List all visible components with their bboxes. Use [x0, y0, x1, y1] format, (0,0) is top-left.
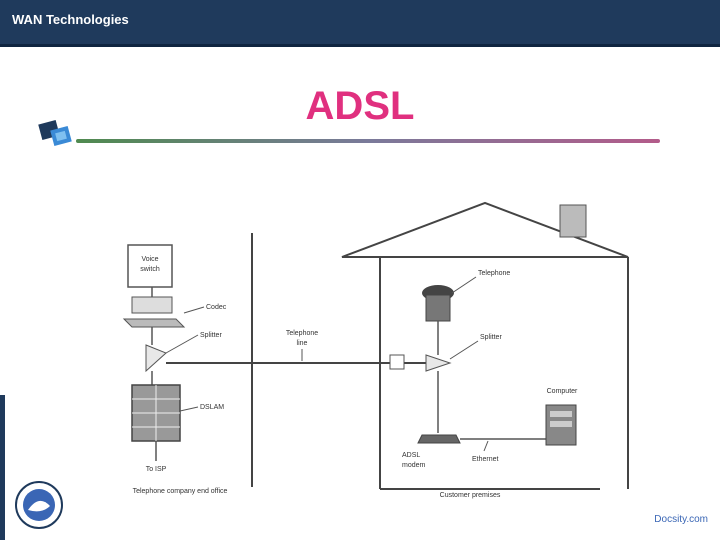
voice-switch-label-1: Voice: [141, 256, 158, 263]
dslam-label: DSLAM: [200, 404, 224, 411]
office-splitter-label: Splitter: [200, 332, 222, 339]
to-isp-label: To ISP: [146, 466, 167, 473]
office-splitter-shape: [145, 344, 167, 373]
header-title: WAN Technologies: [12, 12, 129, 27]
home-splitter-label: Splitter: [480, 334, 502, 341]
left-accent-strip: [0, 395, 5, 540]
customer-premises-label: Customer premises: [440, 492, 501, 499]
bullet-icon: [38, 119, 72, 147]
computer-label: Computer: [547, 388, 578, 395]
adsl-diagram: Voice switch Codec Splitter DSLAM To ISP…: [122, 201, 629, 499]
house-chimney: [559, 204, 587, 238]
ethernet-label: Ethernet: [472, 456, 499, 463]
adsl-modem-label-1: ADSL: [402, 452, 420, 459]
home-splitter-shape: [425, 354, 452, 372]
slide-title: ADSL: [305, 84, 415, 128]
house-roof: [341, 201, 629, 258]
adsl-modem-label-2: modem: [402, 462, 426, 469]
adsl-modem-icon: [417, 434, 461, 444]
telephone-label: Telephone: [478, 270, 510, 277]
codec-label: Codec: [206, 304, 227, 311]
end-office-label: Telephone company end office: [133, 488, 228, 495]
voice-switch-box: [127, 244, 173, 288]
voice-switch-label-2: switch: [140, 266, 160, 273]
title-underline: [76, 139, 660, 143]
wall-jack: [389, 354, 405, 370]
codec-shape: [122, 318, 186, 328]
university-logo: [15, 481, 63, 529]
telephone-line-label-1: Telephone: [286, 330, 318, 337]
telephone-line-label-2: line: [297, 340, 308, 347]
watermark: Docsity.com: [654, 514, 708, 525]
codec-box: [131, 296, 173, 314]
header-bar: WAN Technologies: [0, 0, 720, 47]
